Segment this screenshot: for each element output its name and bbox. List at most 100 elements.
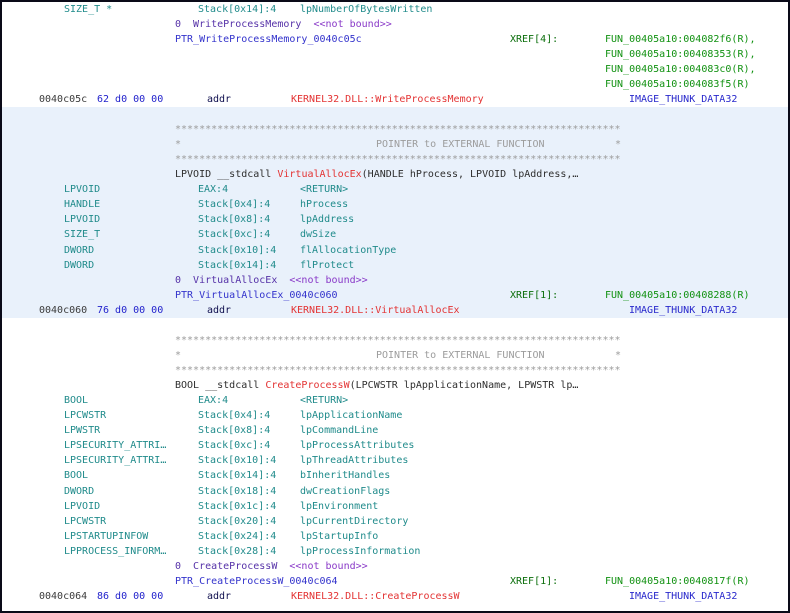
variable-field[interactable]: lpCommandLine	[300, 425, 379, 437]
function-signature-text[interactable]: LPVOID __stdcall	[175, 169, 278, 181]
plate-comment-row[interactable]: *POINTER to EXTERNAL FUNCTION*	[2, 137, 788, 153]
external-binding-row[interactable]: 0 CreateProcessW <<not bound>>	[2, 559, 788, 574]
variable-field[interactable]: LPSECURITY_ATTRI…	[64, 455, 167, 467]
external-function-name[interactable]: KERNEL32.DLL::VirtualAllocEx	[291, 304, 460, 316]
variable-field[interactable]: hProcess	[300, 199, 349, 211]
variable-field[interactable]: Stack[0x10]:4	[198, 455, 277, 467]
variable-field[interactable]: Stack[0x4]:4	[198, 410, 271, 422]
xref-target-link[interactable]: FUN_00405a10:004083c0(R),	[605, 63, 756, 75]
variable-field[interactable]: flAllocationType	[300, 244, 397, 256]
variable-field[interactable]: Stack[0x14]:4	[198, 259, 277, 271]
plate-comment-row[interactable]: *POINTER to EXTERNAL FUNCTION*	[2, 348, 788, 363]
xref-target-link[interactable]: FUN_00405a10:0040817f(R)	[605, 575, 750, 587]
variable-field[interactable]: dwSize	[300, 229, 337, 241]
variable-field[interactable]: Stack[0xc]:4	[198, 440, 271, 452]
variable-field[interactable]: Stack[0x20]:4	[198, 515, 277, 527]
variable-field[interactable]: LPVOID	[64, 500, 101, 512]
variable-field[interactable]: LPSECURITY_ATTRI…	[64, 440, 167, 452]
external-ordinal-field[interactable]: 0 CreateProcessW	[175, 560, 290, 572]
variable-field[interactable]: SIZE_T	[64, 229, 101, 241]
variable-field[interactable]: HANDLE	[64, 199, 101, 211]
external-function-name[interactable]: CreateProcessW	[265, 380, 350, 392]
variable-field[interactable]: lpProcessInformation	[300, 545, 421, 557]
xref-row[interactable]: FUN_00405a10:004083f5(R)	[2, 77, 788, 92]
xref-row[interactable]: FUN_00405a10:004083c0(R),	[2, 62, 788, 77]
variable-field[interactable]: SIZE_T *	[64, 3, 113, 15]
variable-field[interactable]: Stack[0x1c]:4	[198, 500, 277, 512]
variable-field[interactable]: DWORD	[64, 244, 95, 256]
symbol-label[interactable]: PTR_WriteProcessMemory_0040c05c	[175, 33, 362, 45]
xref-target-link[interactable]: FUN_00405a10:00408288(R)	[605, 289, 750, 301]
datatype-name[interactable]: IMAGE_THUNK_DATA32	[629, 304, 738, 316]
blank-row[interactable]	[2, 605, 788, 612]
variable-field[interactable]: dwCreationFlags	[300, 485, 391, 497]
variable-field[interactable]: bInheritHandles	[300, 470, 391, 482]
variable-field[interactable]: Stack[0x24]:4	[198, 530, 277, 542]
address-field[interactable]: 0040c060	[39, 304, 88, 316]
param-row[interactable]: LPCWSTR Stack[0x4]:4 lpApplicationName	[2, 409, 788, 424]
function-signature-text[interactable]: (LPCWSTR lpApplicationName, LPWSTR lp…	[349, 380, 579, 392]
bytes-field[interactable]: 62 d0 00 00	[97, 93, 164, 105]
param-row[interactable]: LPSECURITY_ATTRI… Stack[0xc]:4 lpProcessAt…	[2, 439, 788, 454]
variable-field[interactable]: Stack[0x14]:4	[198, 470, 277, 482]
variable-field[interactable]: lpNumberOfBytesWritten	[300, 3, 433, 15]
param-row[interactable]: LPCWSTR Stack[0x20]:4 lpCurrentDirectory	[2, 514, 788, 529]
param-row[interactable]: BOOL Stack[0x14]:4 bInheritHandles	[2, 469, 788, 484]
plate-comment-row[interactable]: ****************************************…	[2, 364, 788, 379]
xref-target-link[interactable]: FUN_00405a10:004083f5(R)	[605, 78, 750, 90]
variable-field[interactable]: Stack[0x4]:4	[198, 199, 271, 211]
blank-row[interactable]	[2, 318, 788, 333]
variable-field[interactable]: LPSTARTUPINFOW	[64, 530, 149, 542]
variable-field[interactable]: <RETURN>	[300, 184, 349, 196]
variable-field[interactable]: lpProcessAttributes	[300, 440, 415, 452]
xref-target-link[interactable]: FUN_00405a10:00408353(R),	[605, 48, 756, 60]
mnemonic-field[interactable]: addr	[207, 93, 232, 105]
variable-field[interactable]: LPPROCESS_INFORM…	[64, 545, 167, 557]
signature-row[interactable]: BOOL __stdcall CreateProcessW(LPCWSTR lp…	[2, 379, 788, 394]
external-binding-row[interactable]: 0 VirtualAllocEx <<not bound>>	[2, 273, 788, 289]
variable-field[interactable]: LPVOID	[64, 184, 101, 196]
variable-field[interactable]: lpCurrentDirectory	[300, 515, 409, 527]
variable-field[interactable]: LPWSTR	[64, 425, 101, 437]
variable-field[interactable]: LPCWSTR	[64, 515, 107, 527]
variable-field[interactable]: Stack[0x18]:4	[198, 485, 277, 497]
plate-comment-row[interactable]: ****************************************…	[2, 152, 788, 168]
mnemonic-field[interactable]: addr	[207, 304, 232, 316]
variable-field[interactable]: DWORD	[64, 259, 95, 271]
variable-field[interactable]: Stack[0x28]:4	[198, 545, 277, 557]
variable-field[interactable]: LPCWSTR	[64, 410, 107, 422]
mnemonic-field[interactable]: addr	[207, 590, 232, 602]
variable-field[interactable]: Stack[0x8]:4	[198, 214, 271, 226]
plate-comment-row[interactable]: ****************************************…	[2, 122, 788, 138]
datatype-name[interactable]: IMAGE_THUNK_DATA32	[629, 93, 738, 105]
variable-field[interactable]: lpApplicationName	[300, 410, 403, 422]
plate-comment-row[interactable]: ****************************************…	[2, 333, 788, 348]
external-function-name[interactable]: KERNEL32.DLL::WriteProcessMemory	[291, 93, 484, 105]
param-row[interactable]: DWORD Stack[0x10]:4 flAllocationType	[2, 243, 788, 259]
variable-field[interactable]: Stack[0x14]:4	[198, 3, 277, 15]
variable-field[interactable]: DWORD	[64, 485, 95, 497]
variable-field[interactable]: EAX:4	[198, 395, 229, 407]
variable-field[interactable]: lpThreadAttributes	[300, 455, 409, 467]
address-field[interactable]: 0040c064	[39, 590, 88, 602]
address-field[interactable]: 0040c05c	[39, 93, 88, 105]
variable-field[interactable]: BOOL	[64, 395, 89, 407]
external-ordinal-field[interactable]: 0 WriteProcessMemory	[175, 18, 314, 30]
function-signature-text[interactable]: (HANDLE hProcess, LPVOID lpAddress,…	[361, 169, 579, 181]
symbol-label[interactable]: PTR_VirtualAllocEx_0040c060	[175, 289, 338, 301]
param-row[interactable]: LPVOID Stack[0x1c]:4 lpEnvironment	[2, 499, 788, 514]
variable-field[interactable]: lpEnvironment	[300, 500, 379, 512]
external-ordinal-field[interactable]: 0 VirtualAllocEx	[175, 274, 290, 286]
variable-field[interactable]: Stack[0x10]:4	[198, 244, 277, 256]
variable-field[interactable]: BOOL	[64, 470, 89, 482]
symbol-label[interactable]: PTR_CreateProcessW_0040c064	[175, 575, 338, 587]
